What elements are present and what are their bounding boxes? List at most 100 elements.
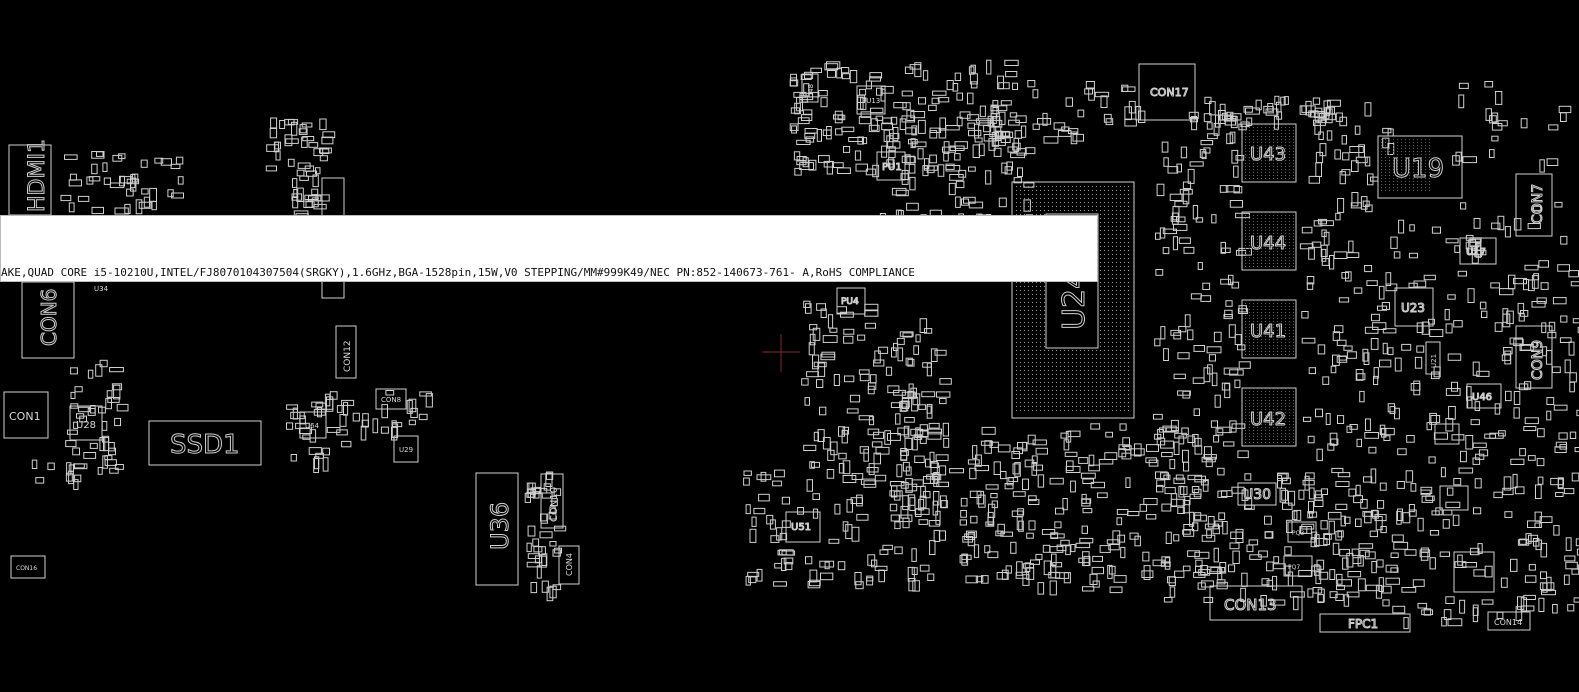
smd-footprint xyxy=(1017,167,1023,177)
smd-footprint xyxy=(860,111,872,118)
label-u48: U48 xyxy=(807,84,815,98)
smd-footprint xyxy=(827,314,834,329)
smd-footprint xyxy=(89,442,98,449)
bga-ball xyxy=(1116,378,1117,379)
smd-footprint xyxy=(1331,467,1344,474)
bga-ball xyxy=(1124,322,1125,323)
chip-pad xyxy=(1381,187,1382,188)
smd-footprint xyxy=(844,375,855,383)
bga-ball xyxy=(1020,314,1021,315)
chip-pad xyxy=(1265,415,1266,416)
chip-pad xyxy=(1289,409,1290,410)
chip-pad xyxy=(1277,230,1278,231)
chip-pad xyxy=(1261,303,1262,304)
bga-ball xyxy=(1120,310,1121,311)
bga-ball xyxy=(1040,334,1041,335)
chip-pad xyxy=(1273,178,1274,179)
bga-ball xyxy=(1024,318,1025,319)
chip-pad xyxy=(1269,166,1270,167)
bga-ball xyxy=(1028,362,1029,363)
bga-ball xyxy=(1036,190,1037,191)
chip-pad xyxy=(1277,133,1278,134)
smd-footprint xyxy=(987,511,994,525)
smd-footprint xyxy=(1184,495,1191,506)
smd-footprint xyxy=(1433,432,1449,440)
smd-footprint xyxy=(1155,232,1161,240)
chip-pad xyxy=(1281,127,1282,128)
chip-pad xyxy=(1289,236,1290,237)
smd-footprint xyxy=(747,571,760,577)
smd-footprint xyxy=(1164,487,1176,495)
bga-ball xyxy=(1048,194,1049,195)
smd-footprint xyxy=(108,442,115,452)
chip-pad xyxy=(1397,151,1398,152)
smd-footprint xyxy=(1420,486,1433,494)
bga-ball xyxy=(1028,378,1029,379)
bga-ball xyxy=(1032,354,1033,355)
chip-pad xyxy=(1285,418,1286,419)
label-con16: CON16 xyxy=(16,565,37,572)
bga-ball xyxy=(1124,346,1125,347)
smd-footprint xyxy=(1230,531,1243,539)
bga-ball xyxy=(1128,186,1129,187)
smd-footprint xyxy=(141,188,149,195)
bga-ball xyxy=(1060,198,1061,199)
chip-pad xyxy=(1293,318,1294,319)
chip-pad xyxy=(1245,333,1246,334)
chip-pad xyxy=(1409,184,1410,185)
smd-footprint xyxy=(1220,278,1231,285)
chip-pad xyxy=(1381,142,1382,143)
chip-pad xyxy=(1285,427,1286,428)
smd-footprint xyxy=(1214,394,1221,408)
bga-ball xyxy=(1108,286,1109,287)
chip-pad xyxy=(1261,227,1262,228)
bga-ball xyxy=(1112,218,1113,219)
bga-ball xyxy=(1104,234,1105,235)
smd-footprint xyxy=(1363,352,1370,365)
bga-ball xyxy=(1120,362,1121,363)
chip-pad xyxy=(1261,260,1262,261)
smd-footprint xyxy=(866,577,874,586)
chip-pad xyxy=(1285,166,1286,167)
bga-ball xyxy=(1124,218,1125,219)
smd-footprint xyxy=(1413,280,1427,288)
chip-pad xyxy=(1405,175,1406,176)
smd-footprint xyxy=(805,136,815,143)
bga-ball xyxy=(1128,258,1129,259)
smd-footprint xyxy=(1504,511,1513,518)
chip-pad xyxy=(1265,221,1266,222)
chip-pad xyxy=(1293,151,1294,152)
chip-pad xyxy=(1285,436,1286,437)
bga-ball xyxy=(1024,306,1025,307)
chip-pad xyxy=(1289,427,1290,428)
bga-ball xyxy=(1072,374,1073,375)
bga-ball xyxy=(1100,310,1101,311)
bga-ball xyxy=(1024,394,1025,395)
smd-footprint xyxy=(319,147,332,154)
smd-footprint xyxy=(295,422,310,430)
smd-footprint xyxy=(1518,383,1529,391)
chip-pad xyxy=(1281,391,1282,392)
bga-ball xyxy=(1128,202,1129,203)
bga-ball xyxy=(1044,366,1045,367)
smd-footprint xyxy=(1360,196,1368,210)
bga-ball xyxy=(1120,354,1121,355)
bga-ball xyxy=(1044,390,1045,391)
chip-pad xyxy=(1421,154,1422,155)
smd-footprint xyxy=(1174,570,1185,578)
smd-footprint xyxy=(1453,478,1462,486)
smd-footprint xyxy=(1192,205,1199,220)
smd-footprint xyxy=(789,77,798,87)
smd-footprint xyxy=(1032,439,1047,446)
bga-ball xyxy=(1024,286,1025,287)
bga-ball xyxy=(1108,346,1109,347)
chip-pad xyxy=(1265,227,1266,228)
chip-pad xyxy=(1417,157,1418,158)
smd-footprint xyxy=(849,70,858,84)
bga-ball xyxy=(1104,226,1105,227)
chip-pad xyxy=(1409,172,1410,173)
smd-footprint xyxy=(1346,351,1357,359)
chip-pad xyxy=(1269,145,1270,146)
bga-ball xyxy=(1016,194,1017,195)
